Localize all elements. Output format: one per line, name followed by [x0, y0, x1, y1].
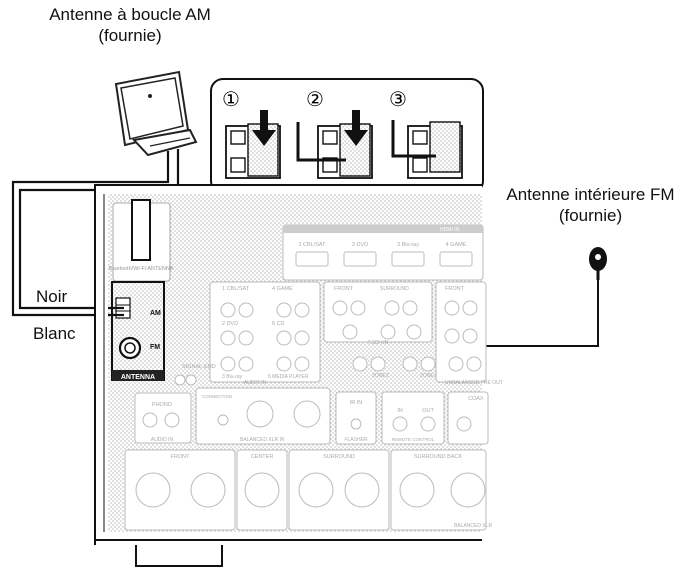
ch71-title: 7.1CH IN — [368, 340, 389, 346]
am-antenna-label: Antenne à boucle AM (fournie) — [10, 4, 250, 46]
balanced-in-section — [195, 387, 331, 445]
hdmi-port-4: 4 GAME — [446, 242, 467, 248]
am-antenna-wires — [11, 149, 180, 317]
terminal-step-3 — [391, 120, 463, 179]
remote-out: OUT — [422, 408, 434, 414]
am-terminal-label: AM — [150, 310, 161, 317]
wifi-antenna-label: Bluetooth/Wi-Fi ANTENNA — [108, 266, 173, 272]
multichannel-in-section — [323, 281, 433, 343]
wire-black-label: Noir — [36, 287, 68, 306]
signal-gnd-label: SIGNAL GND — [182, 364, 216, 370]
xlr-out-front: FRONT — [171, 454, 191, 460]
xlr-out-surround-back: SURROUND BACK — [414, 454, 463, 460]
balanced-in-title: BALANCED XLR IN — [240, 437, 285, 443]
audio-in-port-5: 5 MEDIA PLAYER — [268, 374, 309, 380]
hdmi-port-3: 3 Blu-ray — [397, 242, 419, 248]
ir-remote-section — [335, 391, 489, 445]
hdmi-port-2: 2 DVD — [352, 242, 368, 248]
fm-antenna-supplied: (fournie) — [558, 206, 623, 225]
step-1: ① — [222, 87, 240, 111]
receiver-rear-panel: Bluetooth/Wi-Fi ANTENNA ANTENNA AM FM HD… — [94, 184, 503, 567]
xlr-out-surround: SURROUND — [323, 454, 355, 460]
pre-out-zone2: ZONE2 — [372, 373, 389, 379]
hdmi-input-section — [282, 224, 484, 281]
terminal-step-2 — [296, 110, 373, 179]
audio-in-port-6: 6 CD — [272, 321, 285, 327]
step-3: ③ — [389, 87, 407, 111]
am-antenna-supplied: (fournie) — [98, 26, 162, 45]
phono-section — [134, 392, 192, 444]
audio-in-port-1: 1 CBL/SAT — [222, 286, 250, 292]
signal-gnd — [174, 374, 197, 386]
remote-title: REMOTE CONTROL — [392, 437, 435, 442]
fm-antenna-title: Antenne intérieure FM — [506, 185, 675, 204]
audio-in-port-2: 2 DVD — [222, 321, 238, 327]
hdmi-port-1: 1 CBL/SAT — [298, 242, 326, 248]
pre-out-section — [352, 281, 487, 383]
audio-in-section — [209, 281, 321, 383]
am-wire-ends — [108, 306, 124, 317]
coax-title: COAX — [468, 396, 484, 402]
ch71-front: FRONT — [334, 286, 354, 292]
am-antenna-title: Antenne à boucle AM — [49, 5, 211, 24]
remote-in: IN — [397, 408, 403, 414]
audio-in-title: AUDIO IN — [244, 380, 267, 386]
pre-out-zone3: ZONE3 — [420, 373, 437, 379]
audio-in-port-4: 4 GAME — [272, 286, 293, 292]
terminal-step-1 — [225, 110, 281, 179]
xlr-out-title: BALANCED XLR — [454, 523, 492, 529]
pre-out-title: UNBALANCED PRE OUT — [445, 380, 503, 386]
pre-out-front: FRONT — [445, 286, 465, 292]
antenna-block-title: ANTENNA — [121, 374, 155, 381]
ir-sub: FLASHER — [344, 437, 367, 443]
am-loop-antenna — [114, 70, 198, 157]
fm-terminal-label: FM — [150, 344, 160, 351]
ch71-surround: SURROUND — [380, 286, 409, 292]
phono-sub: AUDIO IN — [151, 437, 174, 443]
phono-title: PHONO — [152, 402, 173, 408]
step-2: ② — [306, 87, 324, 111]
wire-white-label: Blanc — [33, 324, 76, 343]
fm-antenna-label: Antenne intérieure FM (fournie) — [488, 184, 693, 226]
hdmi-title: HDMI IN — [440, 227, 460, 233]
balanced-in-connection: CONNECTION — [202, 394, 232, 399]
ir-title: IR IN — [350, 400, 363, 406]
audio-in-port-3: 3 Blu-ray — [222, 374, 243, 380]
xlr-out-center: CENTER — [251, 454, 274, 460]
balanced-out-section — [124, 449, 487, 531]
